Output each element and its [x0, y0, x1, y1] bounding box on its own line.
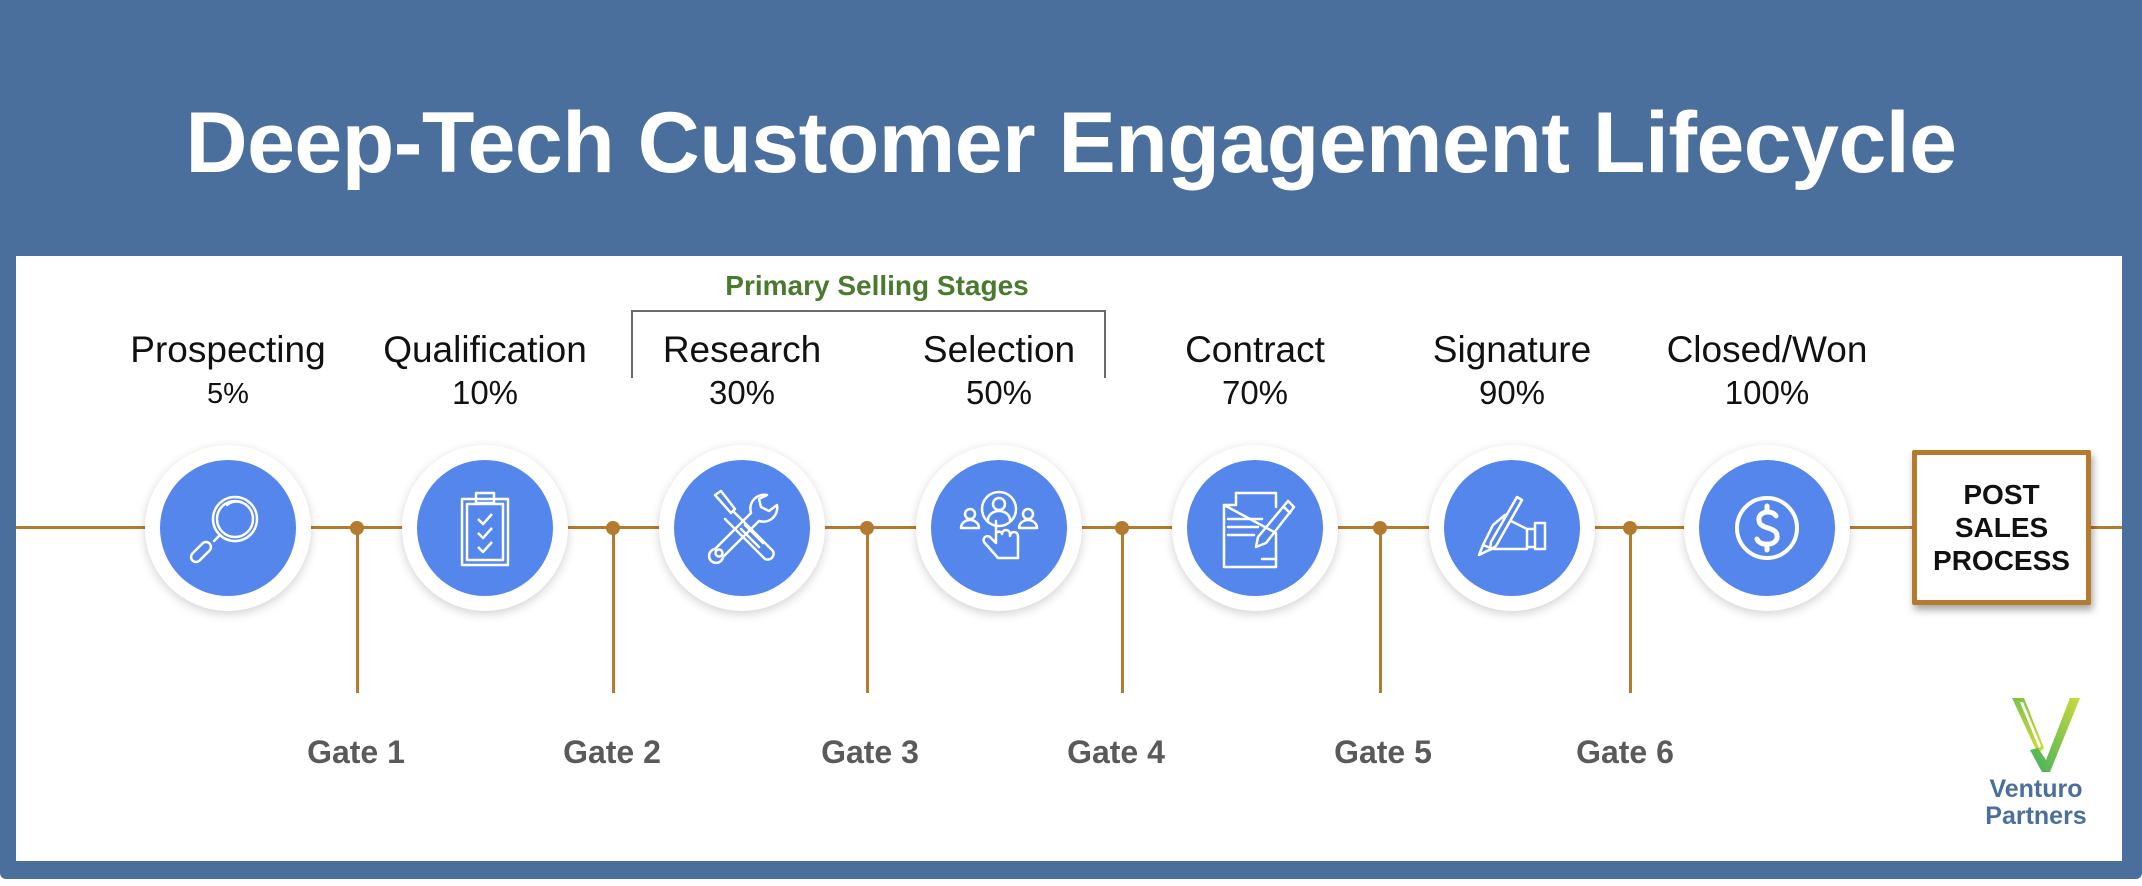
- select-person-hand-icon: [959, 490, 1039, 560]
- magnifying-glass-icon: [189, 495, 259, 564]
- post-sales-line2: SALES: [1954, 512, 2049, 543]
- gate-4-label: Gate 4: [1067, 734, 1165, 770]
- stage-name-closed-won: Closed/Won: [1666, 329, 1868, 370]
- gate-6-label: Gate 6: [1576, 734, 1674, 770]
- gate-1-label: Gate 1: [307, 734, 405, 770]
- stage-circle-signature[interactable]: [1429, 445, 1595, 611]
- wrench-screwdriver-icon: [707, 489, 779, 565]
- gate-2-label: Gate 2: [563, 734, 661, 770]
- stage-name-prospecting: Prospecting: [130, 329, 326, 370]
- gate-4-connector: [1121, 527, 1124, 693]
- hand-signing-icon: [1477, 495, 1547, 557]
- stage-circle-qualification[interactable]: [402, 445, 568, 611]
- stage-name-qualification: Qualification: [383, 329, 587, 370]
- gate-4-dot: [1115, 521, 1129, 535]
- gate-6-connector: [1629, 527, 1632, 693]
- stage-name-selection: Selection: [922, 329, 1076, 370]
- gate-2-connector: [612, 527, 615, 693]
- venturo-partners-logo: Venturo Partners: [1976, 696, 2096, 846]
- post-sales-line3: PROCESS: [1933, 545, 2070, 576]
- lifecycle-panel: Primary Selling Stages Prospecting 5% Qu…: [16, 256, 2122, 861]
- gate-3-connector: [866, 527, 869, 693]
- logo-line1: Venturo: [1989, 775, 2083, 803]
- post-sales-process-box[interactable]: POST SALES PROCESS: [1912, 450, 2091, 605]
- stage-percent-qualification: 10%: [451, 374, 519, 411]
- primary-selling-bracket: [631, 310, 1106, 378]
- stage-name-research: Research: [662, 329, 822, 370]
- stage-circle-prospecting[interactable]: [145, 445, 311, 611]
- gate-3-label: Gate 3: [821, 734, 919, 770]
- gate-2-dot: [606, 521, 620, 535]
- clipboard-checklist-icon: [460, 491, 510, 567]
- gate-5-connector: [1379, 527, 1382, 693]
- page-title: Deep-Tech Customer Engagement Lifecycle: [185, 95, 1957, 191]
- stage-circle-closed-won[interactable]: [1684, 445, 1850, 611]
- stage-percent-prospecting: 5%: [207, 378, 249, 410]
- stage-circle-contract[interactable]: [1172, 445, 1338, 611]
- gate-5-dot: [1373, 521, 1387, 535]
- gate-6-dot: [1623, 521, 1637, 535]
- logo-wordmark: Venturo Partners: [1976, 776, 2096, 830]
- stage-circle-selection[interactable]: [916, 445, 1082, 611]
- primary-selling-stages-label: Primary Selling Stages: [725, 270, 1029, 301]
- stage-percent-closed-won: 100%: [1724, 374, 1810, 411]
- logo-line2: Partners: [1985, 802, 2087, 830]
- dollar-coin-icon: [1735, 496, 1799, 560]
- venturo-v-logo-icon: [2012, 698, 2080, 772]
- gate-5-label: Gate 5: [1334, 734, 1432, 770]
- stage-name-signature: Signature: [1432, 329, 1592, 370]
- stage-percent-contract: 70%: [1221, 374, 1289, 411]
- post-sales-line1: POST: [1963, 479, 2040, 510]
- stage-percent-research: 30%: [708, 374, 776, 411]
- gate-1-dot: [350, 521, 364, 535]
- stage-percent-selection: 50%: [965, 374, 1033, 411]
- gate-3-dot: [860, 521, 874, 535]
- document-pen-icon: [1222, 491, 1296, 569]
- stage-circle-research[interactable]: [659, 445, 825, 611]
- stage-percent-signature: 90%: [1478, 374, 1546, 411]
- stage-name-contract: Contract: [1185, 329, 1325, 370]
- gate-1-connector: [356, 527, 359, 693]
